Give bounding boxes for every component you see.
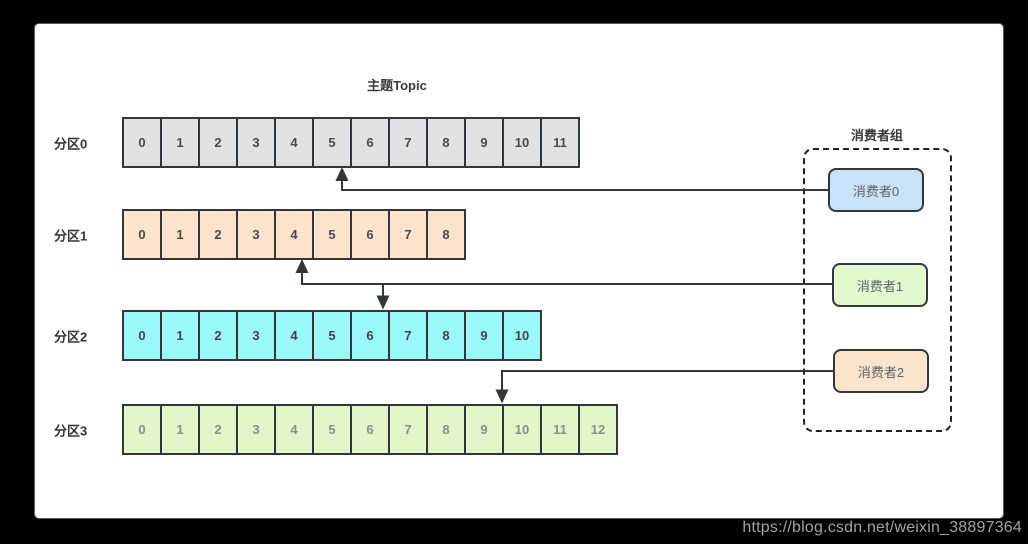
- partition-cell: 6: [350, 310, 390, 361]
- consumer-group-title: 消费者组: [850, 128, 903, 143]
- partition-cell: 2: [198, 117, 238, 168]
- partition-cell: 4: [274, 209, 314, 260]
- partition-label: 分区0: [54, 136, 88, 151]
- partition-cell: 7: [388, 310, 428, 361]
- partition-cell: 8: [426, 404, 466, 455]
- partition-cell: 9: [464, 310, 504, 361]
- partition-cell: 4: [274, 404, 314, 455]
- partition-cell: 10: [502, 404, 542, 455]
- partition-cell: 0: [122, 117, 162, 168]
- partition-cell: 5: [312, 209, 352, 260]
- partition-label: 分区2: [54, 329, 88, 344]
- partition-cell: 8: [426, 117, 466, 168]
- partition-cell: 10: [502, 117, 542, 168]
- partition-cell: 2: [198, 404, 238, 455]
- partition-cell: 11: [540, 117, 580, 168]
- partition-cell: 1: [160, 117, 200, 168]
- partition-cell: 6: [350, 404, 390, 455]
- consumer-box-2: 消费者2: [833, 349, 929, 393]
- partition-cell: 2: [198, 310, 238, 361]
- partition-cell: 10: [502, 310, 542, 361]
- partition-cell: 0: [122, 209, 162, 260]
- partition-cell: 0: [122, 404, 162, 455]
- partition-cell: 1: [160, 404, 200, 455]
- consumer-box-0: 消费者0: [828, 168, 924, 212]
- partition-cell: 5: [312, 310, 352, 361]
- partition-cell: 8: [426, 209, 466, 260]
- partition-cell: 9: [464, 404, 504, 455]
- consumer-box-1: 消费者1: [832, 263, 928, 307]
- partition-cell: 9: [464, 117, 504, 168]
- partition-cell: 6: [350, 209, 390, 260]
- partition-cell: 11: [540, 404, 580, 455]
- partition-cell: 1: [160, 310, 200, 361]
- partition-cell: 4: [274, 310, 314, 361]
- partition-cell: 3: [236, 117, 276, 168]
- partition-cell: 3: [236, 209, 276, 260]
- partition-cell: 3: [236, 404, 276, 455]
- partition-cell: 2: [198, 209, 238, 260]
- partition-cell: 7: [388, 404, 428, 455]
- partition-cell: 1: [160, 209, 200, 260]
- partition-cell: 5: [312, 117, 352, 168]
- partition-cell: 6: [350, 117, 390, 168]
- partition-cell: 7: [388, 117, 428, 168]
- partition-cell: 5: [312, 404, 352, 455]
- partition-cell: 4: [274, 117, 314, 168]
- partition-cell: 12: [578, 404, 618, 455]
- partition-cell: 0: [122, 310, 162, 361]
- partition-label: 分区3: [54, 423, 88, 438]
- partition-cell: 7: [388, 209, 428, 260]
- watermark-url: https://blog.csdn.net/weixin_38897364: [742, 519, 1022, 536]
- partition-label: 分区1: [54, 228, 88, 243]
- consumer-group-box: [803, 148, 952, 432]
- partition-cell: 8: [426, 310, 466, 361]
- topic-title: 主题Topic: [367, 78, 427, 93]
- partition-cell: 3: [236, 310, 276, 361]
